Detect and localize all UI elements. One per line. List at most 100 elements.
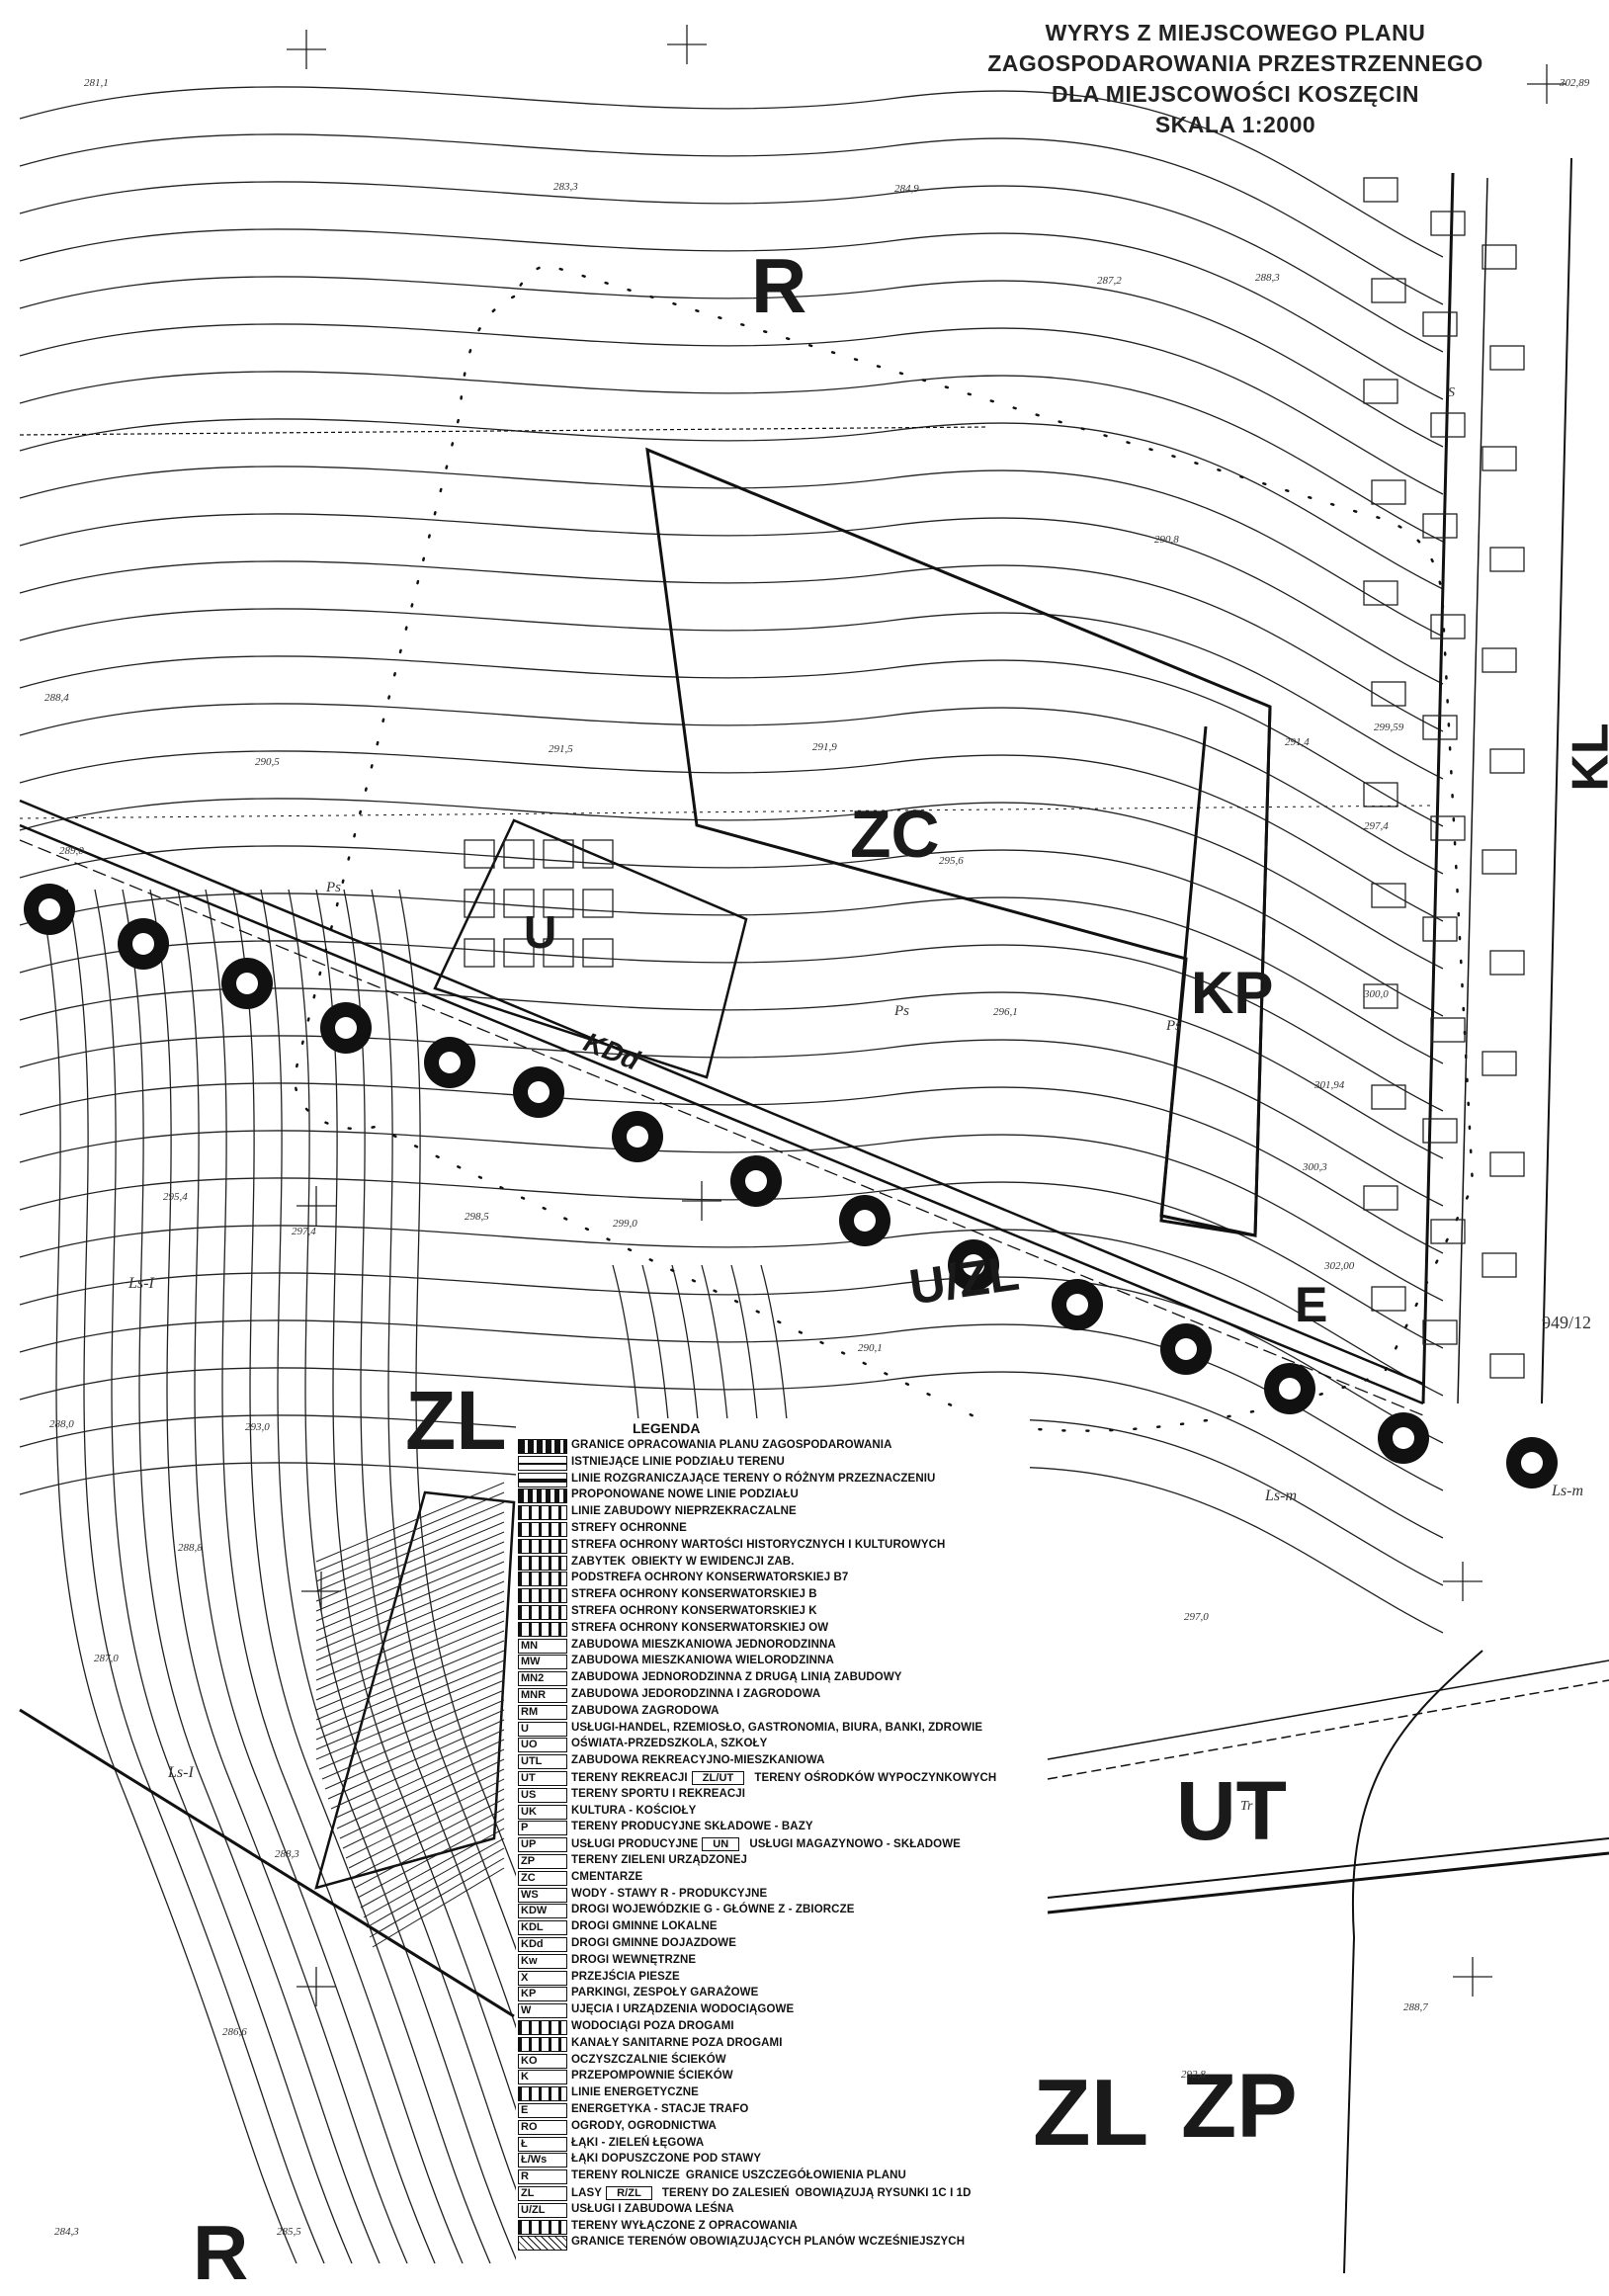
hatch-line (360, 1828, 505, 1909)
contour-lines (19, 86, 1444, 2264)
elevation-label: 283,3 (553, 181, 578, 193)
legend-symbol: ZL (518, 2186, 567, 2201)
legend-inline-symbol: ZL/UT (691, 1771, 745, 1785)
legend-label: OŚWIATA-PRZEDSZKOLA, SZKOŁY (571, 1738, 768, 1750)
hatch-line (351, 1798, 505, 1879)
legend-symbol: US (518, 1787, 567, 1803)
legend-text: ZABUDOWA MIESZKANIOWA JEDNORODZINNA (571, 1639, 836, 1651)
legend-row: STREFA OCHRONY KONSERWATORSKIEJ B (516, 1587, 1030, 1604)
legend-label: USŁUGI PRODUCYJNE (571, 1838, 699, 1851)
legend-label: DROGI WOJEWÓDZKIE G - GŁÓWNE Z - ZBIORCZ… (571, 1904, 855, 1916)
building-outline (1482, 244, 1517, 270)
legend-text: ZABUDOWA JEDNORODZINNA Z DRUGĄ LINIĄ ZAB… (571, 1671, 902, 1683)
legend-label: DROGI GMINNE LOKALNE (571, 1920, 718, 1933)
legend-symbol: W (518, 2003, 567, 2019)
legend-label: KANAŁY SANITARNE POZA DROGAMI (571, 2036, 783, 2049)
contour-line (19, 371, 1444, 543)
legend-label: TERENY WYŁĄCZONE Z OPRACOWANIA (571, 2219, 798, 2232)
legend-text: PODSTREFA OCHRONY KONSERWATORSKIEJ B7 (571, 1572, 848, 1583)
contour-line (19, 276, 1444, 448)
tree-symbols (24, 884, 1558, 1488)
map-title: WYRYS Z MIEJSCOWEGO PLANU ZAGOSPODAROWAN… (929, 18, 1542, 140)
legend-text: CMENTARZE (571, 1871, 642, 1883)
building-outline (543, 938, 574, 968)
hatch-line (366, 1847, 505, 1928)
legend-label: WODOCIĄGI POZA DROGAMI (571, 2020, 734, 2032)
contour-line (19, 655, 1444, 827)
hatch-line (315, 1521, 505, 1602)
legend-symbol (518, 2036, 567, 2052)
contour-line (260, 889, 519, 2264)
legend-text: LINIE ZABUDOWY NIEPRZEKRACZALNE (571, 1505, 797, 1517)
legend-label: STREFA OCHRONY KONSERWATORSKIEJ OW (571, 1621, 829, 1634)
legend-label: ZABUDOWA REKREACYJNO-MIESZKANIOWA (571, 1754, 825, 1767)
tree-icon-center (132, 933, 154, 955)
contour-line (19, 323, 1444, 495)
legend-symbol: RM (518, 1704, 567, 1720)
hatch-line (315, 1531, 505, 1612)
contour-line (19, 418, 1444, 590)
legend-text: DROGI GMINNE LOKALNE (571, 1920, 718, 1932)
legend-symbol: KDL (518, 1920, 567, 1936)
legend-label: USŁUGI-HANDEL, RZEMIOSŁO, GASTRONOMIA, B… (571, 1721, 983, 1734)
land-class-label: S (1448, 385, 1455, 400)
legend-label: STREFY OCHRONNE (571, 1522, 687, 1534)
legend-symbol: UP (518, 1837, 567, 1853)
land-class-label: Ps (894, 1003, 909, 1019)
hatch-line (345, 1778, 505, 1859)
building-outline (1430, 1017, 1466, 1043)
elevation-label: 299,59 (1374, 722, 1404, 733)
building-outline (1489, 1353, 1525, 1379)
building-outline (543, 839, 574, 869)
elevation-label: 288,3 (275, 1848, 299, 1860)
contour-line (19, 1130, 1444, 1302)
legend-symbol (518, 2236, 567, 2252)
legend-text: OGRODY, OGRODNICTWA (571, 2120, 717, 2132)
elevation-label: 291,4 (1285, 736, 1310, 748)
contour-line (122, 889, 381, 2264)
legend-text: TERENY ZIELENI URZĄDZONEJ (571, 1854, 747, 1866)
building-outline (1422, 311, 1458, 337)
legend-text: TERENY WYŁĄCZONE Z OPRACOWANIA (571, 2220, 798, 2232)
legend-symbol (518, 2020, 567, 2035)
building-outline (582, 938, 614, 968)
elevation-label: 297,4 (1364, 820, 1389, 832)
legend-text: DROGI WOJEWÓDZKIE G - GŁÓWNE Z - ZBIORCZ… (571, 1904, 854, 1915)
legend-text: GRANICE TERENÓW OBOWIĄZUJĄCYCH PLANÓW WC… (571, 2236, 965, 2248)
building-outline (1363, 782, 1398, 808)
elevation-label: 288,0 (49, 1418, 74, 1430)
elevation-label: 289,0 (59, 845, 84, 857)
zone-label-r-bottom: R (193, 2209, 249, 2296)
building-outline (1371, 883, 1406, 908)
legend-text: DROGI WEWNĘTRZNE (571, 1954, 696, 1966)
legend-text: LINIE ROZGRANICZAJĄCE TERENY O RÓŻNYM PR… (571, 1473, 935, 1485)
legend-text: STREFY OCHRONNE (571, 1522, 687, 1534)
building-outline (1363, 379, 1398, 404)
elevation-label: 281,1 (84, 77, 109, 89)
contour-line (19, 86, 1444, 258)
elevation-label: 284,9 (894, 183, 919, 195)
legend-symbol: U (518, 1721, 567, 1737)
contour-line (288, 889, 547, 2264)
legend-symbol (518, 1555, 567, 1571)
building-outline (1363, 1185, 1398, 1211)
hatch-line (315, 1620, 505, 1701)
contour-line (19, 181, 1444, 353)
tree-icon-center (1066, 1294, 1088, 1316)
